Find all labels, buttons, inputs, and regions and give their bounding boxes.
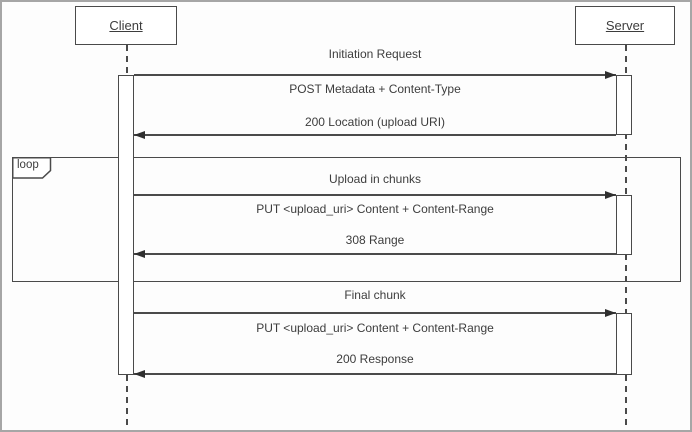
- loop-fragment-tab: loop: [12, 157, 52, 179]
- message-label-308-range: 308 Range: [345, 233, 405, 247]
- server-actor-label: Server: [605, 18, 645, 33]
- server-activation-bar-2: [616, 195, 632, 255]
- message-arrow-200-response: [134, 370, 616, 377]
- server-actor-box: Server: [575, 6, 675, 45]
- message-arrow-initiation-request: [134, 71, 616, 78]
- loop-fragment-frame: [12, 157, 681, 282]
- server-activation-bar-3: [616, 313, 632, 375]
- client-actor-label: Client: [109, 18, 143, 33]
- message-label-200-response: 200 Response: [336, 352, 414, 366]
- server-activation-bar-1: [616, 75, 632, 135]
- client-activation-bar: [118, 75, 134, 375]
- message-label-initiation-request: Initiation Request: [328, 47, 422, 61]
- message-label-200-location: 200 Location (upload URI): [304, 115, 446, 129]
- message-label-put-chunk: PUT <upload_uri> Content + Content-Range: [256, 202, 494, 216]
- message-label-upload-in-chunks: Upload in chunks: [328, 172, 422, 186]
- message-label-put-final: PUT <upload_uri> Content + Content-Range: [256, 321, 494, 335]
- message-arrow-upload-in-chunks: [134, 191, 616, 198]
- message-label-final-chunk: Final chunk: [344, 288, 406, 302]
- message-arrow-final-chunk: [134, 309, 616, 316]
- message-arrow-200-location: [134, 131, 616, 138]
- loop-pentagon-shape: [12, 157, 52, 179]
- message-arrow-308-range: [134, 250, 616, 257]
- loop-operator-label: loop: [17, 159, 39, 171]
- message-label-post-metadata: POST Metadata + Content-Type: [289, 82, 461, 96]
- client-actor-box: Client: [75, 6, 177, 45]
